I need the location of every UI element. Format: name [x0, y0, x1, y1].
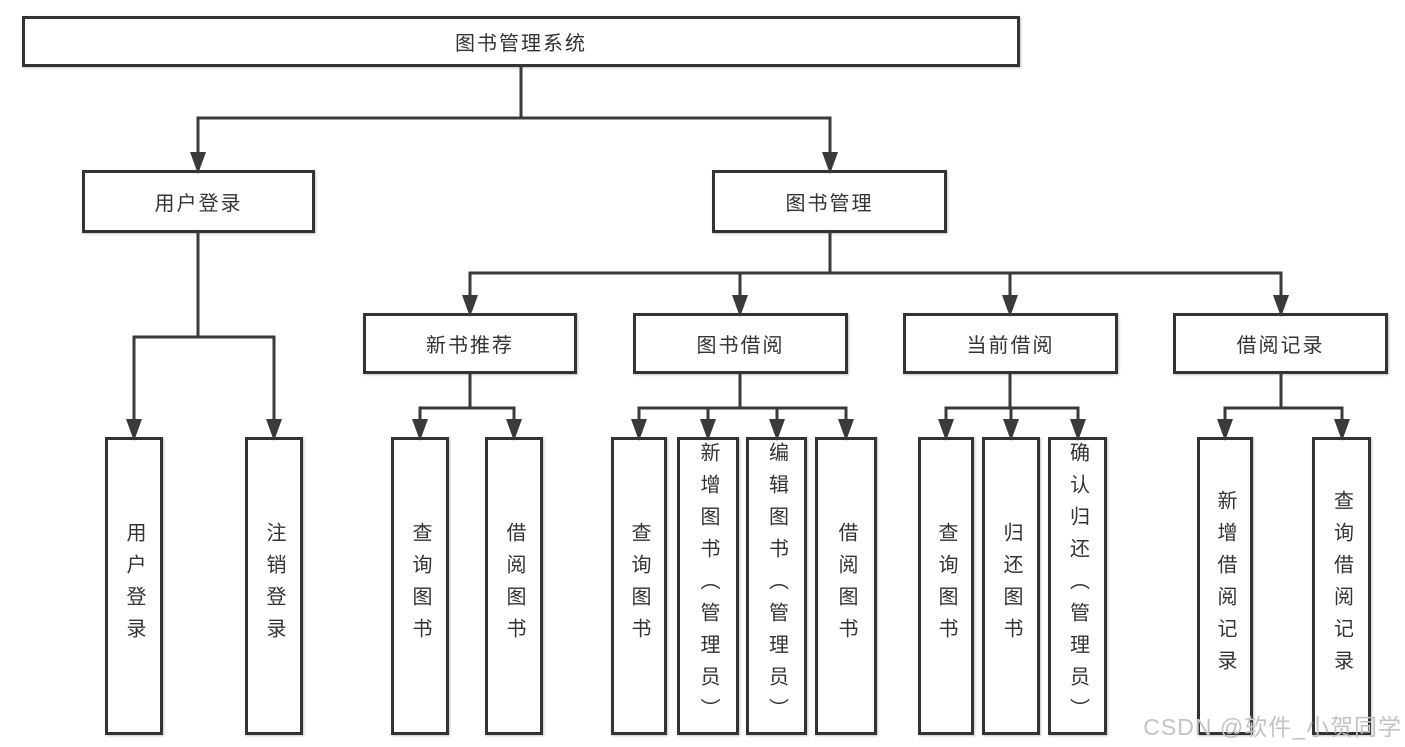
connector-path — [196, 65, 832, 158]
node-label: 图书管理系统 — [455, 33, 587, 55]
node-borrowing-records: 借阅记录 — [1173, 313, 1388, 374]
node-label: 当前借阅 — [966, 335, 1055, 357]
leaf-return-books: 归还图书 — [982, 437, 1040, 735]
leaf-borrowing-query-books: 查询图书 — [611, 437, 667, 735]
node-label: 借阅记录 — [1236, 335, 1325, 357]
leaf-recommend-query-books: 查询图书 — [391, 437, 449, 735]
node-book-management: 图书管理 — [712, 170, 947, 233]
leaf-label: 借阅图书 — [835, 522, 857, 650]
leaf-label: 用户登录 — [123, 522, 145, 650]
leaf-edit-books-admin: 编辑图书（管理员） — [746, 437, 807, 735]
leaf-label: 查询借阅记录 — [1330, 490, 1353, 682]
csdn-watermark: CSDN @软件_小贺同学 — [1143, 714, 1402, 740]
leaf-label: 注销登录 — [263, 522, 285, 650]
leaf-label: 查询图书 — [628, 522, 650, 650]
connector-path — [1223, 372, 1344, 427]
connector-path — [418, 372, 516, 427]
connector-path — [637, 372, 848, 427]
connector-path — [944, 372, 1080, 427]
connector-path — [132, 231, 276, 427]
leaf-label: 新增借阅记录 — [1214, 490, 1236, 682]
node-library-management-system: 图书管理系统 — [22, 16, 1020, 67]
node-label: 图书管理 — [785, 193, 874, 215]
node-label: 用户登录 — [154, 193, 243, 215]
leaf-label: 归还图书 — [1000, 522, 1022, 650]
leaf-recommend-borrow-books: 借阅图书 — [485, 437, 543, 735]
node-new-book-recommendation: 新书推荐 — [363, 313, 577, 374]
leaf-label: 确认归还（管理员） — [1066, 442, 1089, 730]
leaf-label: 查询图书 — [409, 522, 431, 650]
leaf-confirm-return-admin: 确认归还（管理员） — [1048, 437, 1107, 735]
connector-path — [468, 231, 1283, 302]
leaf-query-borrow-record: 查询借阅记录 — [1312, 437, 1371, 735]
leaf-label: 借阅图书 — [503, 522, 525, 650]
node-label: 图书借阅 — [696, 335, 785, 357]
node-current-borrowing: 当前借阅 — [903, 313, 1118, 374]
leaf-current-query-books: 查询图书 — [918, 437, 974, 735]
node-book-borrowing: 图书借阅 — [633, 313, 848, 374]
leaf-add-books-admin: 新增图书（管理员） — [677, 437, 739, 735]
node-user-login: 用户登录 — [82, 170, 315, 233]
leaf-label: 新增图书（管理员） — [697, 442, 719, 730]
leaf-add-borrow-record: 新增借阅记录 — [1197, 437, 1253, 735]
leaf-label: 查询图书 — [935, 522, 957, 650]
leaf-user-login: 用户登录 — [105, 437, 163, 735]
leaf-label: 编辑图书（管理员） — [765, 442, 788, 730]
leaf-logout: 注销登录 — [245, 437, 303, 735]
node-label: 新书推荐 — [426, 335, 514, 357]
leaf-borrowing-borrow-books: 借阅图书 — [815, 437, 877, 735]
